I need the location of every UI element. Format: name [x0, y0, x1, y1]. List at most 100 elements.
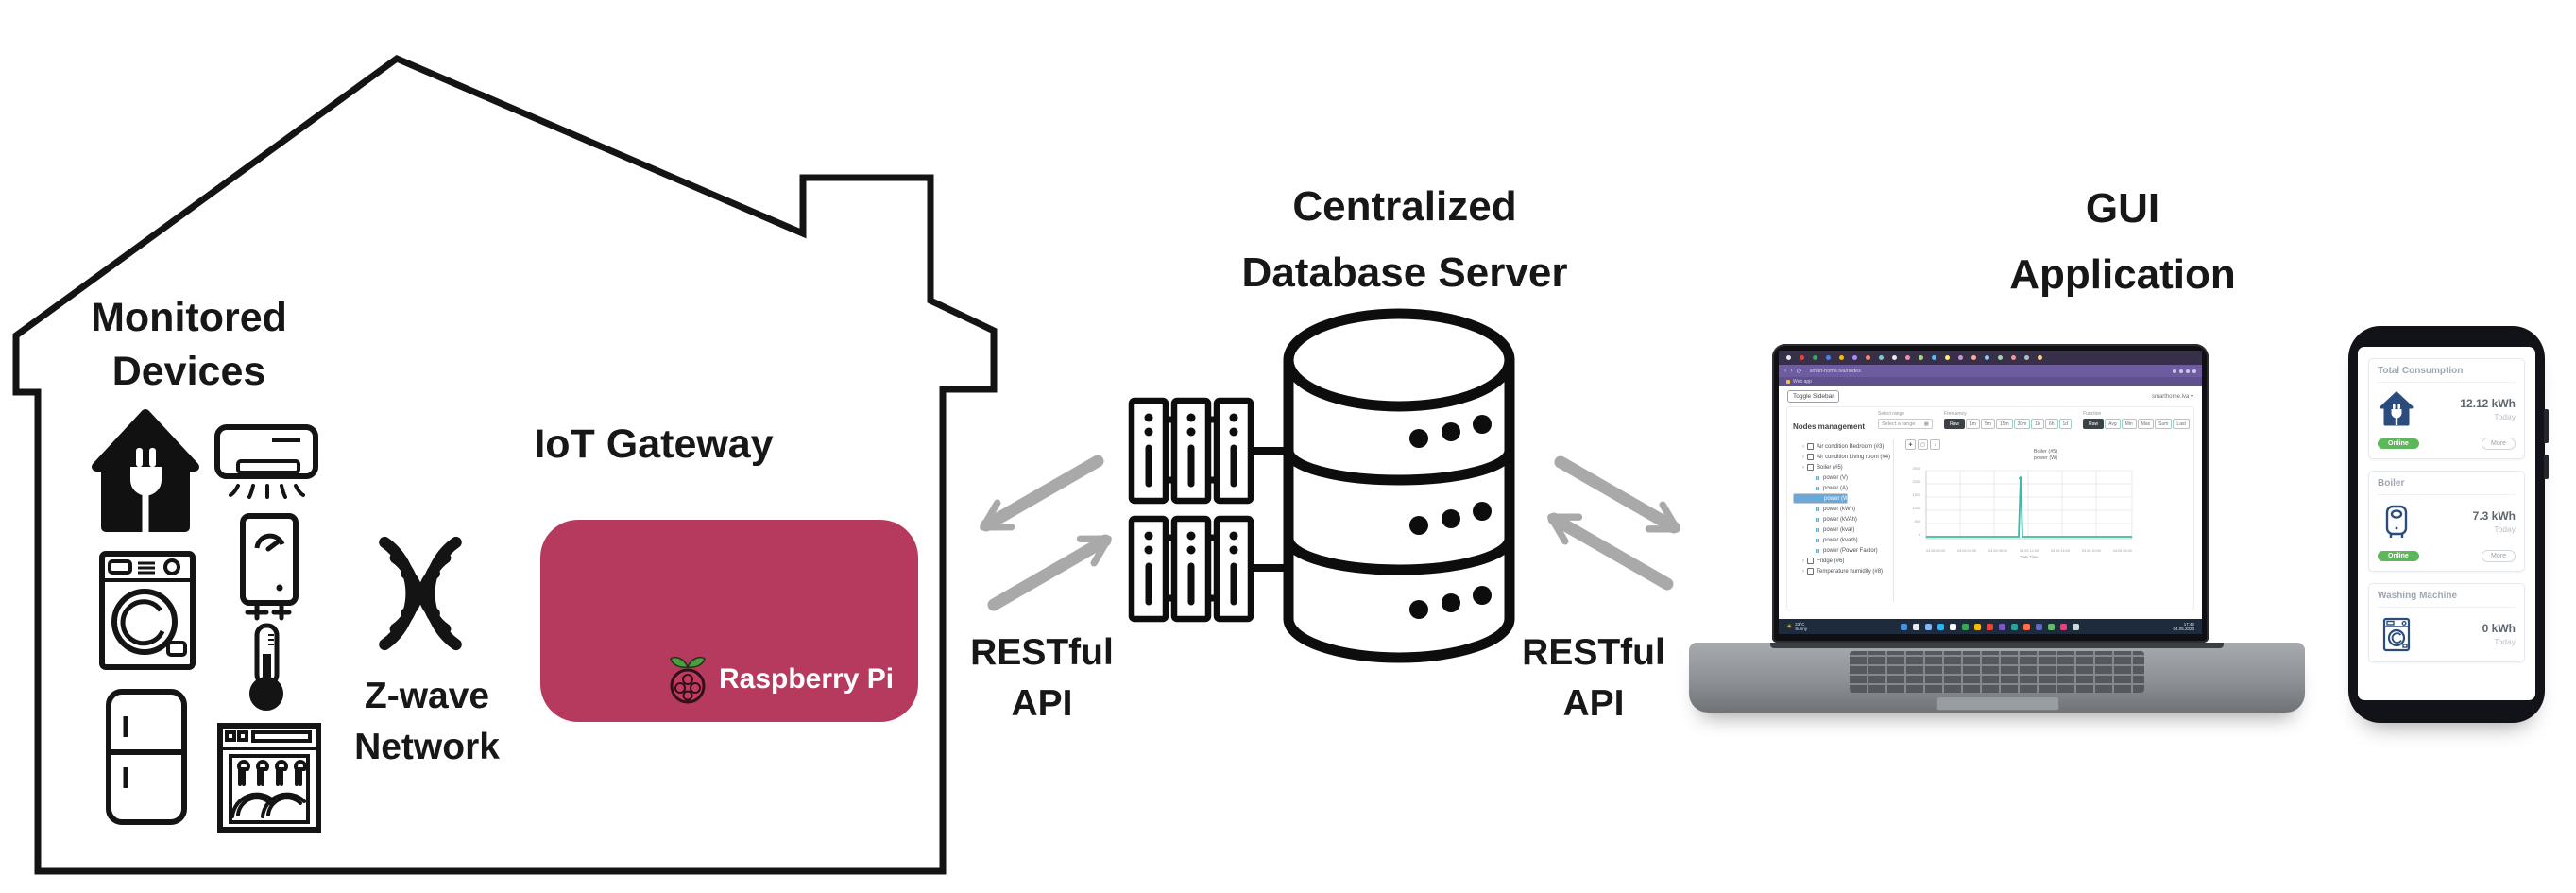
boiler-card: Boiler 7.3 kWh Today Online More	[2368, 471, 2525, 572]
frequency-option-button[interactable]: 6h	[2044, 419, 2058, 429]
frequency-option-button[interactable]: 5m	[1980, 419, 1995, 429]
bookmarks-bar: Web app	[1779, 377, 2202, 386]
chart-download-icon[interactable]: ↓	[1930, 439, 1940, 450]
address-bar[interactable]: smart-home.lva/nodes	[1809, 368, 1861, 374]
more-button[interactable]: More	[2482, 550, 2516, 562]
function-option-button[interactable]: Max	[2137, 419, 2155, 429]
browser-tab[interactable]	[1879, 355, 1884, 360]
browser-tab[interactable]	[1852, 355, 1857, 360]
browser-tab[interactable]	[2038, 355, 2042, 360]
browser-tab[interactable]	[1826, 355, 1831, 360]
browser-tab[interactable]	[2011, 355, 2016, 360]
x-axis-tick: 03.05 16:00	[2050, 549, 2070, 553]
taskbar-app-icon[interactable]	[1925, 623, 1933, 630]
toggle-sidebar-button[interactable]: Toggle Sidebar	[1787, 390, 1840, 403]
browser-tab[interactable]	[1998, 355, 2003, 360]
caret-icon: ›	[1802, 568, 1804, 575]
restful-left-line2: API	[1011, 683, 1073, 724]
restful-api-label-right: RESTful API	[1499, 627, 1688, 730]
function-option-button[interactable]: Avg	[2105, 419, 2121, 429]
tree-item[interactable]: ›Air condition Living room (#4)	[1793, 452, 1893, 462]
frequency-option-button[interactable]: 1h	[2031, 419, 2044, 429]
function-option-button[interactable]: Min	[2121, 419, 2137, 429]
browser-tab[interactable]	[1892, 355, 1897, 360]
restful-right-line1: RESTful	[1522, 632, 1665, 673]
forward-icon[interactable]: ›	[1790, 368, 1793, 374]
function-selected-button[interactable]: Raw	[2083, 419, 2105, 429]
browser-tab[interactable]	[1905, 355, 1910, 360]
browser-tab[interactable]	[1919, 355, 1923, 360]
reload-icon[interactable]: ⟳	[1796, 368, 1802, 375]
frequency-option-button[interactable]: 15m	[1995, 419, 2013, 429]
function-option-button[interactable]: Sum	[2155, 419, 2173, 429]
taskbar-app-icon[interactable]	[2060, 623, 2068, 630]
taskbar-app-icon[interactable]	[2073, 623, 2080, 630]
function-option-button[interactable]: Last	[2173, 419, 2190, 429]
tree-item[interactable]: power (Power Factor)	[1793, 545, 1893, 556]
browser-tab[interactable]	[1800, 355, 1804, 360]
taskbar-app-icon[interactable]	[2011, 623, 2019, 630]
back-icon[interactable]: ‹	[1784, 368, 1787, 374]
tree-item[interactable]: ›Air condition Bedroom (#3)	[1793, 441, 1893, 452]
browser-tab[interactable]	[1932, 355, 1936, 360]
browser-tab[interactable]	[1945, 355, 1950, 360]
tree-item[interactable]: power (kvar)	[1793, 524, 1893, 535]
taskbar-app-icon[interactable]	[2036, 623, 2043, 630]
taskbar-app-icon[interactable]	[1987, 623, 1994, 630]
node-folder-icon	[1807, 568, 1814, 575]
panel-title: Nodes management	[1793, 422, 1866, 431]
tree-item[interactable]: power (W)	[1793, 493, 1848, 504]
z-wave-icon	[379, 536, 462, 651]
bookmark-item[interactable]: Web app	[1793, 378, 1812, 385]
frequency-option-button[interactable]: 1m	[1966, 419, 1980, 429]
tree-item[interactable]: power (kvarh)	[1793, 535, 1893, 545]
taskbar-app-icon[interactable]	[1937, 623, 1945, 630]
tree-item-label: Fridge (#6)	[1817, 558, 1845, 564]
taskbar-app-icon[interactable]	[1950, 623, 1957, 630]
chart-zoom-icon[interactable]: ✚	[1905, 439, 1916, 450]
browser-tab-strip[interactable]	[1779, 351, 2202, 365]
taskbar-app-icon[interactable]	[1974, 623, 1982, 630]
taskbar-app-icon[interactable]	[2048, 623, 2056, 630]
tree-item[interactable]: power (kWh)	[1793, 504, 1893, 514]
x-axis-title: Date Time	[2020, 555, 2039, 559]
select-range-input[interactable]: Select a range ▦	[1878, 419, 1933, 429]
browser-tab[interactable]	[1839, 355, 1844, 360]
iot-gateway-label: IoT Gateway	[534, 421, 774, 467]
account-menu[interactable]: smarthome.lva ▾	[2151, 394, 2193, 400]
tree-item[interactable]: power (kVAh)	[1793, 514, 1893, 524]
browser-tab[interactable]	[2024, 355, 2029, 360]
browser-tab[interactable]	[1786, 355, 1791, 360]
tree-item[interactable]: ›Boiler (#5)	[1793, 462, 1893, 472]
taskbar-app-icon[interactable]	[2023, 623, 2031, 630]
phone-screen: Total Consumption 12.12 kWh Today Online	[2358, 347, 2535, 700]
taskbar-app-icon[interactable]	[1913, 623, 1920, 630]
restful-arrows-left	[980, 455, 1112, 611]
frequency-option-button[interactable]: 30m	[2013, 419, 2031, 429]
browser-tab[interactable]	[1813, 355, 1817, 360]
taskbar-app-icon[interactable]	[1999, 623, 2006, 630]
browser-tab[interactable]	[1971, 355, 1976, 360]
chart-title: Boiler (#5)	[2033, 449, 2058, 455]
tree-item[interactable]: power (A)	[1793, 483, 1893, 493]
browser-tab[interactable]	[1866, 355, 1870, 360]
frequency-selected-button[interactable]: Raw	[1944, 419, 1966, 429]
tree-item[interactable]: ›Fridge (#6)	[1793, 556, 1893, 566]
browser-tab[interactable]	[1985, 355, 1989, 360]
consumption-value: 12.12 kWh	[2460, 397, 2516, 410]
chart-subtitle: power (W)	[2033, 455, 2058, 461]
more-button[interactable]: More	[2482, 438, 2516, 450]
chart-pan-icon[interactable]: ▢	[1918, 439, 1928, 450]
browser-tab[interactable]	[1958, 355, 1963, 360]
database-cylinder-icon	[1283, 308, 1515, 663]
tree-item[interactable]: ›Temperature humidity (#8)	[1793, 566, 1893, 576]
browser-menu-icons[interactable]	[2173, 369, 2196, 373]
taskbar-app-icon[interactable]	[1901, 623, 1908, 630]
taskbar-app-icons[interactable]	[1901, 623, 2080, 630]
taskbar-app-icon[interactable]	[1962, 623, 1970, 630]
frequency-option-button[interactable]: 1d	[2058, 419, 2073, 429]
tree-item[interactable]: power (V)	[1793, 472, 1893, 483]
taskbar-clock[interactable]: 17:42 04.05.2023	[2173, 621, 2194, 632]
